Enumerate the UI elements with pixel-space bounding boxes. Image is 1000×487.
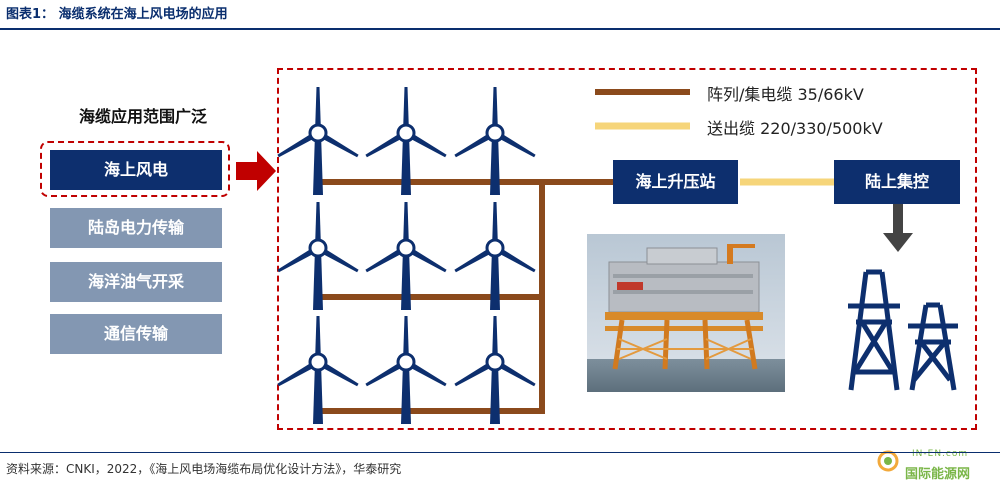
legend-export-label: 送出缆 220/330/500kV — [707, 119, 883, 138]
red-arrow-icon — [236, 151, 276, 191]
offshore-substation-box: 海上升压站 — [613, 160, 738, 204]
wind-farm-frame — [277, 68, 977, 430]
wind-turbine-icon — [452, 314, 538, 426]
title-rule — [0, 28, 1000, 30]
wind-turbine-icon — [452, 85, 538, 197]
sidebar-item-offshore-wind: 海上风电 — [50, 150, 222, 190]
wind-turbine-icon — [363, 200, 449, 312]
watermark-sub: IN-EN.com — [912, 449, 969, 459]
sidebar-item-island-power: 陆岛电力传输 — [50, 208, 222, 248]
wind-turbine-icon — [275, 200, 361, 312]
wind-turbine-icon — [275, 314, 361, 426]
wind-turbine-icon — [363, 85, 449, 197]
footer-rule — [0, 452, 1000, 453]
brand-logo-icon — [877, 450, 899, 472]
source-note: 资料来源：CNKI，2022，《海上风电场海缆布局优化设计方法》，华泰研究 — [6, 462, 402, 476]
wind-turbine-icon — [275, 85, 361, 197]
transmission-tower-icon — [908, 302, 958, 391]
sidebar-item-communication: 通信传输 — [50, 314, 222, 354]
sidebar-highlight-frame — [40, 141, 230, 197]
transmission-tower-icon — [848, 269, 900, 391]
onshore-control-box: 陆上集控 — [834, 160, 960, 204]
sidebar-heading: 海缆应用范围广泛 — [78, 107, 207, 126]
offshore-substation-photo — [587, 234, 785, 392]
down-arrow-icon — [883, 204, 913, 252]
watermark-brand: 国际能源网 — [905, 467, 971, 482]
array-cable-network — [318, 179, 615, 414]
legend-array-label: 阵列/集电缆 35/66kV — [707, 85, 864, 104]
wind-turbine-icon — [452, 200, 538, 312]
sidebar-item-oil-gas: 海洋油气开采 — [50, 262, 222, 302]
wind-turbine-icon — [363, 314, 449, 426]
figure-title: 图表1： 海缆系统在海上风电场的应用 — [6, 7, 228, 22]
